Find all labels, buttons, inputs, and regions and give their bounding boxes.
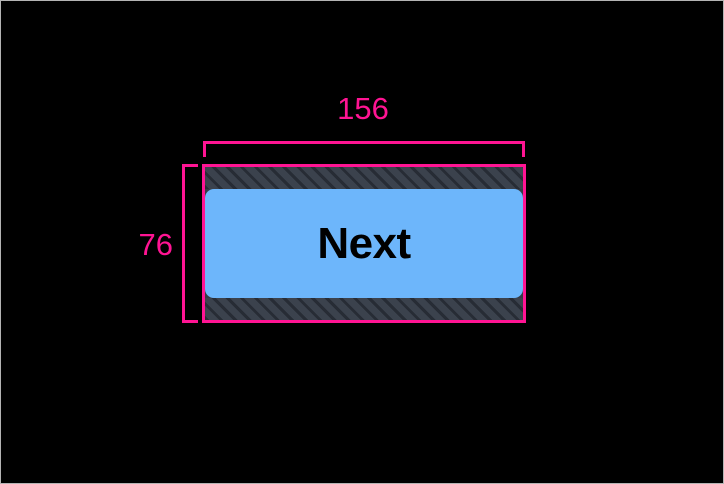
inspected-element-highlight[interactable]: Next bbox=[202, 164, 526, 323]
width-dimension-bracket bbox=[203, 141, 525, 157]
width-measurement-value: 156 bbox=[337, 91, 389, 126]
padding-band-top bbox=[205, 167, 523, 189]
height-measurement-label: 76 bbox=[138, 227, 173, 262]
next-button[interactable]: Next bbox=[205, 189, 523, 298]
padding-band-bottom bbox=[205, 298, 523, 320]
height-dimension-bracket bbox=[182, 164, 198, 323]
next-button-label: Next bbox=[317, 218, 411, 268]
